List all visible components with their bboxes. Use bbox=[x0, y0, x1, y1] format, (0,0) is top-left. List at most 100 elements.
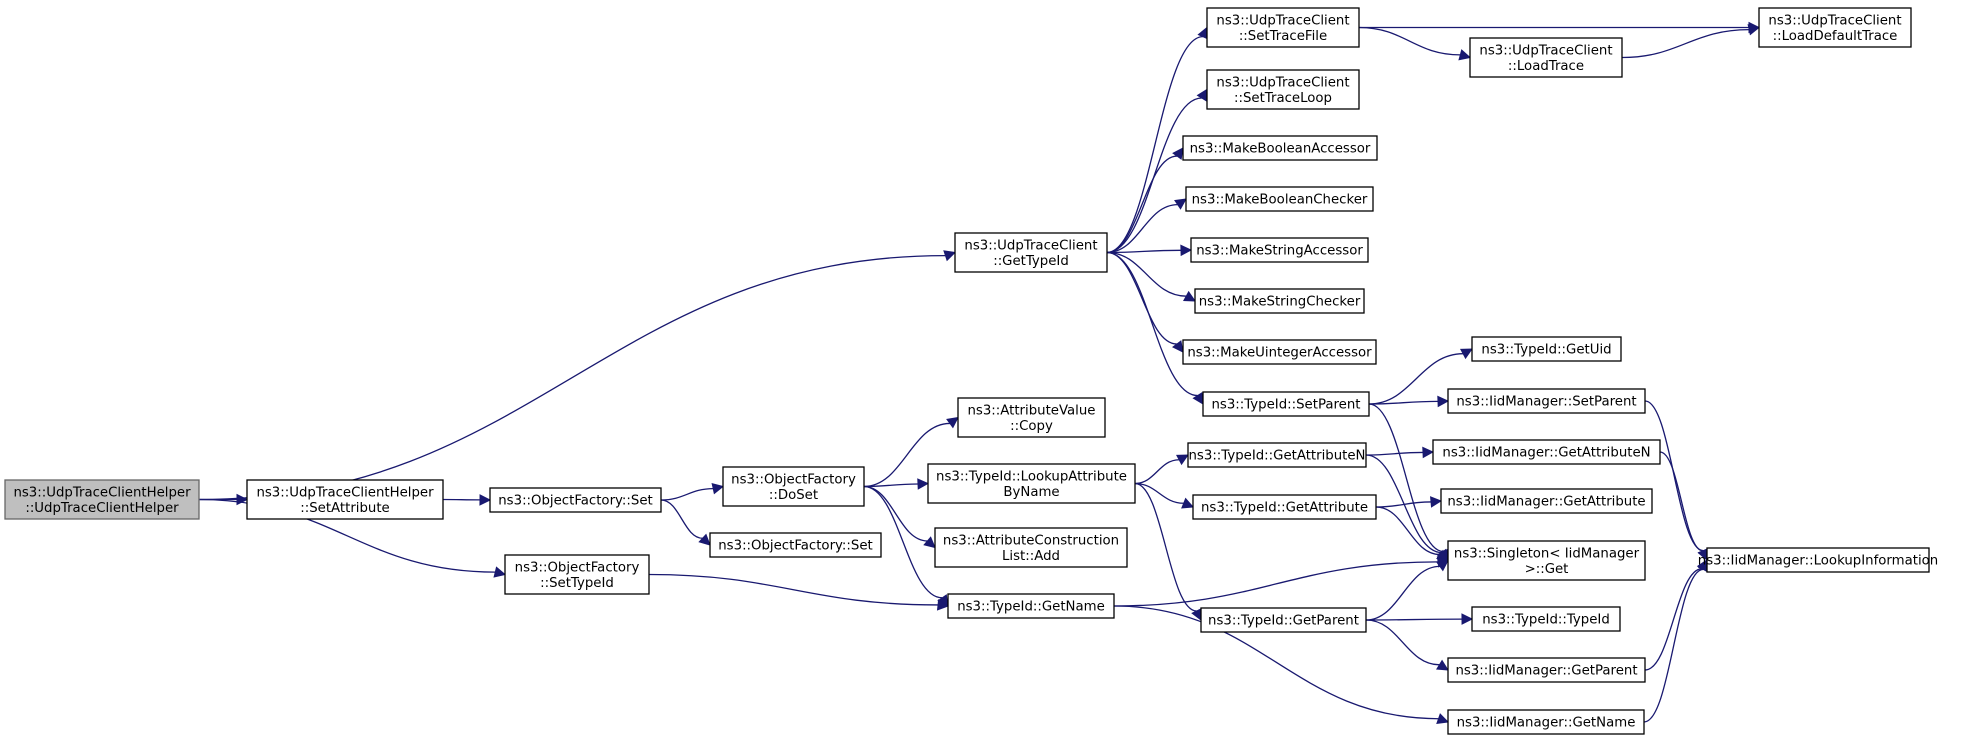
node-of_set[interactable]: ns3::ObjectFactory::Set bbox=[489, 487, 662, 513]
edge-tid_setparent-to-tid_getuid bbox=[1368, 353, 1464, 405]
edge-iid_getparent-to-iid_lookup bbox=[1644, 568, 1703, 671]
arrowhead-tid_getparent-to-iid_getparent bbox=[1436, 659, 1449, 671]
node-of_settypeid[interactable]: ns3::ObjectFactory::SetTypeId bbox=[504, 554, 650, 595]
node-label-loaddefault-0: ns3::UdpTraceClient bbox=[1768, 13, 1901, 28]
node-box-tid_getuid bbox=[1471, 336, 1622, 362]
node-label-mkboolchk-0: ns3::MakeBooleanChecker bbox=[1192, 193, 1368, 208]
node-label-av_copy-0: ns3::AttributeValue bbox=[967, 403, 1095, 418]
node-iid_getparent[interactable]: ns3::IidManager::GetParent bbox=[1447, 657, 1646, 683]
edge-iid_getname-to-iid_lookup bbox=[1643, 568, 1704, 723]
arrowhead-gettypeid-to-mkstrchk bbox=[1183, 290, 1196, 302]
node-iid_getname[interactable]: ns3::IidManager::GetName bbox=[1447, 709, 1645, 735]
node-av_copy[interactable]: ns3::AttributeValue::Copy bbox=[957, 397, 1106, 438]
edge-gettypeid-to-tid_setparent bbox=[1106, 251, 1198, 397]
arrowhead-loadtrace-to-loaddefault bbox=[1747, 24, 1761, 36]
node-box-loadtrace bbox=[1469, 37, 1623, 78]
node-tid_typeid[interactable]: ns3::TypeId::TypeId bbox=[1471, 606, 1621, 632]
node-box-singleton bbox=[1447, 540, 1646, 581]
edge-of_settypeid-to-tid_getname bbox=[648, 573, 939, 606]
node-tid_getname[interactable]: ns3::TypeId::GetName bbox=[947, 593, 1115, 619]
node-iid_getattrn[interactable]: ns3::IidManager::GetAttributeN bbox=[1432, 439, 1661, 465]
node-tid_getattr[interactable]: ns3::TypeId::GetAttribute bbox=[1192, 494, 1377, 520]
node-label-iid_getparent-0: ns3::IidManager::GetParent bbox=[1455, 664, 1637, 679]
node-iid_getattr[interactable]: ns3::IidManager::GetAttribute bbox=[1440, 488, 1653, 514]
edge-tid_getparent-to-singleton bbox=[1365, 565, 1440, 621]
node-box-iid_getparent bbox=[1447, 657, 1646, 683]
node-tid_getattrn[interactable]: ns3::TypeId::GetAttributeN bbox=[1187, 442, 1367, 468]
node-box-gettypeid bbox=[954, 232, 1108, 273]
node-label-gettypeid-0: ns3::UdpTraceClient bbox=[964, 238, 1097, 253]
node-box-mkstrchk bbox=[1194, 288, 1365, 314]
node-tid_getparent[interactable]: ns3::TypeId::GetParent bbox=[1200, 607, 1367, 633]
node-label-tid_lookup-0: ns3::TypeId::LookupAttribute bbox=[936, 469, 1127, 484]
node-mkboolchk[interactable]: ns3::MakeBooleanChecker bbox=[1185, 186, 1374, 212]
node-label-of_dosset-1: ::DoSet bbox=[769, 488, 818, 503]
edge-settracefile-to-loadtrace bbox=[1358, 26, 1461, 56]
node-root[interactable]: ns3::UdpTraceClientHelper::UdpTraceClien… bbox=[4, 479, 200, 520]
edge-tid_setparent-to-singleton bbox=[1368, 403, 1444, 553]
node-mkstracc[interactable]: ns3::MakeStringAccessor bbox=[1190, 237, 1369, 263]
node-settracefile[interactable]: ns3::UdpTraceClient::SetTraceFile bbox=[1206, 7, 1360, 48]
node-box-mkboolacc bbox=[1182, 135, 1378, 161]
node-iid_lookup[interactable]: ns3::IidManager::LookupInformation bbox=[1698, 547, 1938, 573]
node-box-tid_getattr bbox=[1192, 494, 1377, 520]
node-box-tid_setparent bbox=[1202, 391, 1370, 417]
edge-loadtrace-to-loaddefault bbox=[1621, 28, 1750, 59]
arrowhead-tid_getattr-to-iid_getattr bbox=[1430, 496, 1443, 508]
edge-iid_setparent-to-iid_lookup bbox=[1644, 400, 1704, 552]
arrowhead-gettypeid-to-mkboolchk bbox=[1174, 198, 1187, 210]
node-box-of_set2 bbox=[709, 532, 882, 558]
node-label-singleton-1: >::Get bbox=[1525, 562, 1569, 577]
arrowhead-of_dosset-to-tid_lookup bbox=[917, 478, 930, 490]
node-label-settracefile-0: ns3::UdpTraceClient bbox=[1216, 13, 1349, 28]
node-box-iid_lookup bbox=[1706, 547, 1930, 573]
node-mkuintacc[interactable]: ns3::MakeUintegerAccessor bbox=[1182, 339, 1377, 365]
edge-tid_getparent-to-iid_getparent bbox=[1365, 619, 1440, 666]
node-box-of_set bbox=[489, 487, 662, 513]
node-settraceloop[interactable]: ns3::UdpTraceClient::SetTraceLoop bbox=[1206, 69, 1360, 110]
node-box-tid_lookup bbox=[927, 463, 1136, 504]
node-loaddefault[interactable]: ns3::UdpTraceClient::LoadDefaultTrace bbox=[1758, 7, 1912, 48]
node-label-of_set-0: ns3::ObjectFactory::Set bbox=[498, 494, 652, 509]
node-tid_getuid[interactable]: ns3::TypeId::GetUid bbox=[1471, 336, 1622, 362]
arrowhead-setattribute-to-of_set bbox=[479, 494, 492, 506]
edge-tid_getattr-to-iid_getattr bbox=[1375, 501, 1432, 508]
call-edges bbox=[198, 21, 1761, 725]
arrowhead-gettypeid-to-tid_setparent bbox=[1192, 392, 1204, 405]
arrowhead-root-to-of_settypeid bbox=[493, 566, 507, 578]
arrowhead-tid_getname-to-iid_getname bbox=[1436, 713, 1450, 725]
node-label-acl_add-0: ns3::AttributeConstruction bbox=[943, 533, 1119, 548]
node-label-acl_add-1: List::Add bbox=[1002, 549, 1060, 564]
node-of_set2[interactable]: ns3::ObjectFactory::Set bbox=[709, 532, 882, 558]
edge-gettypeid-to-mkstrchk bbox=[1106, 251, 1187, 297]
node-label-tid_getparent-0: ns3::TypeId::GetParent bbox=[1208, 614, 1359, 629]
edge-tid_lookup-to-tid_getparent bbox=[1134, 482, 1197, 612]
node-label-tid_lookup-1: ByName bbox=[1003, 485, 1059, 500]
edge-root-to-gettypeid bbox=[198, 254, 946, 501]
edge-of_dosset-to-tid_getname bbox=[863, 485, 943, 599]
node-label-root-0: ns3::UdpTraceClientHelper bbox=[13, 485, 191, 500]
node-singleton[interactable]: ns3::Singleton< IidManager>::Get bbox=[1447, 540, 1646, 581]
node-mkstrchk[interactable]: ns3::MakeStringChecker bbox=[1194, 288, 1365, 314]
node-of_dosset[interactable]: ns3::ObjectFactory::DoSet bbox=[722, 466, 865, 507]
node-box-iid_getattrn bbox=[1432, 439, 1661, 465]
arrowhead-of_dosset-to-av_copy bbox=[946, 416, 959, 429]
edge-tid_lookup-to-tid_getattr bbox=[1134, 482, 1184, 504]
node-box-iid_setparent bbox=[1447, 388, 1646, 414]
node-label-settraceloop-1: ::SetTraceLoop bbox=[1234, 91, 1332, 106]
node-label-loadtrace-0: ns3::UdpTraceClient bbox=[1479, 43, 1612, 58]
edge-of_set-to-of_dosset bbox=[660, 487, 714, 501]
arrowhead-tid_getparent-to-singleton bbox=[1436, 559, 1449, 572]
node-tid_setparent[interactable]: ns3::TypeId::SetParent bbox=[1202, 391, 1370, 417]
node-box-of_dosset bbox=[722, 466, 865, 507]
node-setattribute[interactable]: ns3::UdpTraceClientHelper::SetAttribute bbox=[246, 479, 444, 520]
arrowhead-of_set-to-of_dosset bbox=[711, 483, 725, 495]
node-gettypeid[interactable]: ns3::UdpTraceClient::GetTypeId bbox=[954, 232, 1108, 273]
node-loadtrace[interactable]: ns3::UdpTraceClient::LoadTrace bbox=[1469, 37, 1623, 78]
edge-of_dosset-to-tid_lookup bbox=[863, 483, 919, 488]
node-iid_setparent[interactable]: ns3::IidManager::SetParent bbox=[1447, 388, 1646, 414]
node-mkboolacc[interactable]: ns3::MakeBooleanAccessor bbox=[1182, 135, 1378, 161]
